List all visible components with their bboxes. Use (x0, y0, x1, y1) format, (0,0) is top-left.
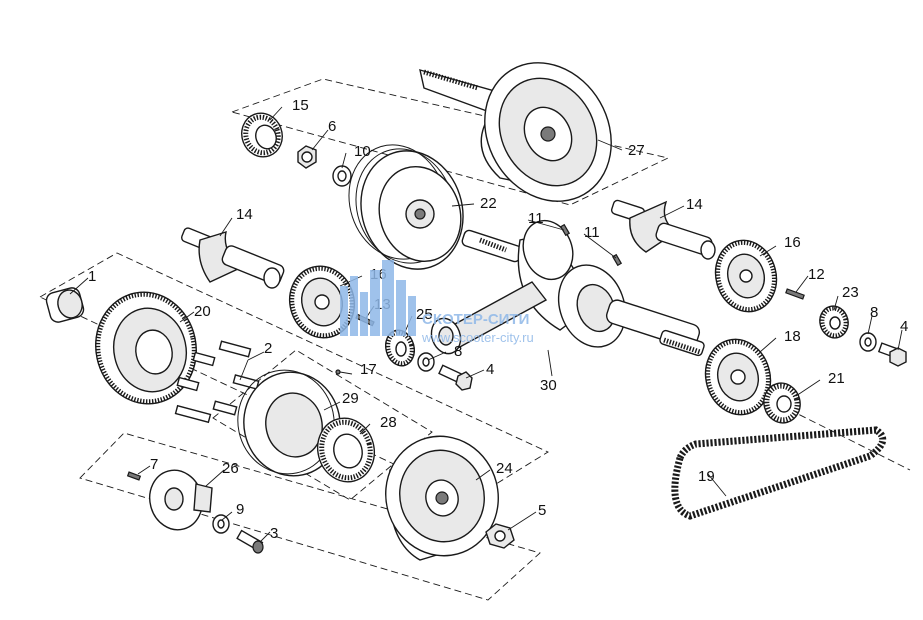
callout-4-right: 4 (900, 318, 908, 335)
part-9-washer (212, 514, 230, 534)
callout-7: 7 (150, 456, 158, 473)
callout-16-right: 16 (784, 234, 801, 251)
callout-labels: 1 2 3 4 4 5 6 7 8 8 9 10 11 11 12 13 14 … (88, 97, 908, 542)
callout-5: 5 (538, 502, 546, 519)
part-6-nut (297, 145, 317, 169)
watermark-logo (340, 260, 416, 336)
part-14-balancer-shaft-left (180, 227, 285, 289)
part-10-washer (332, 165, 352, 187)
part-8-washer-left (417, 352, 435, 372)
left-starter-group-outline (39, 252, 549, 501)
callout-18: 18 (784, 328, 801, 345)
part-22-clutch (348, 144, 464, 270)
callout-11-top: 11 (528, 210, 544, 227)
watermark: СКОТЕР-СИТИ www.scooter-city.ru (340, 260, 534, 345)
callout-14-right: 14 (686, 196, 703, 213)
callout-8-right: 8 (870, 304, 878, 321)
callout-27: 27 (628, 142, 645, 159)
part-19-cam-chain (671, 426, 887, 520)
part-15-needle-bearing (241, 112, 283, 158)
callout-10: 10 (354, 143, 371, 160)
callout-22: 22 (480, 195, 497, 212)
part-30-crankshaft (430, 219, 705, 357)
part-27-clutch-bell (419, 62, 612, 202)
part-26-ratchet (149, 469, 213, 531)
callout-9: 9 (236, 501, 244, 518)
callout-3: 3 (270, 525, 278, 542)
callout-1: 1 (88, 268, 96, 285)
part-20-starter-driven-gear (95, 291, 197, 405)
part-29-starter-clutch-plate (237, 369, 341, 477)
callout-25: 25 (416, 306, 433, 323)
part-16-balancer-gear-left (289, 265, 355, 339)
part-17-dowel (335, 369, 341, 375)
callout-24: 24 (496, 460, 513, 477)
callout-15: 15 (292, 97, 309, 114)
part-8-washer-right (859, 332, 877, 352)
watermark-name: СКОТЕР-СИТИ (422, 311, 529, 328)
part-5-flywheel-nut (485, 523, 515, 549)
part-3-bolt (236, 529, 264, 554)
part-23-timing-gear (819, 305, 849, 339)
callout-4-left: 4 (486, 361, 494, 378)
part-16-balancer-gear-right (714, 239, 778, 313)
watermark-url: www.scooter-city.ru (421, 330, 534, 345)
callout-21: 21 (828, 370, 845, 387)
part-2-bolts (174, 340, 260, 424)
callout-20: 20 (194, 303, 211, 320)
part-14-balancer-shaft-right (610, 199, 716, 260)
callout-8-left: 8 (454, 343, 462, 360)
part-18-primary-gear (704, 338, 772, 416)
callout-11-bottom: 11 (584, 224, 600, 241)
callout-19: 19 (698, 468, 715, 485)
part-4-bolt-right (877, 342, 907, 367)
callout-12: 12 (808, 266, 825, 283)
part-21-cam-chain-sprocket (763, 382, 801, 424)
callout-28: 28 (380, 414, 397, 431)
callout-30: 30 (540, 377, 557, 394)
callout-2: 2 (264, 340, 272, 357)
callout-14-left: 14 (236, 206, 253, 223)
part-1-bearing (45, 287, 85, 323)
callout-17: 17 (360, 361, 377, 378)
part-24-flywheel (385, 435, 499, 561)
part-12-key (785, 288, 805, 300)
part-25-drive-gear (384, 329, 416, 367)
part-7-pin (126, 471, 142, 481)
callout-26: 26 (222, 460, 239, 477)
callout-23: 23 (842, 284, 859, 301)
callout-6: 6 (328, 118, 336, 135)
upper-clutch-group-outline (230, 78, 670, 206)
callout-29: 29 (342, 390, 359, 407)
lower-flywheel-group-outline (79, 432, 541, 601)
part-4-bolt-left (438, 364, 473, 391)
